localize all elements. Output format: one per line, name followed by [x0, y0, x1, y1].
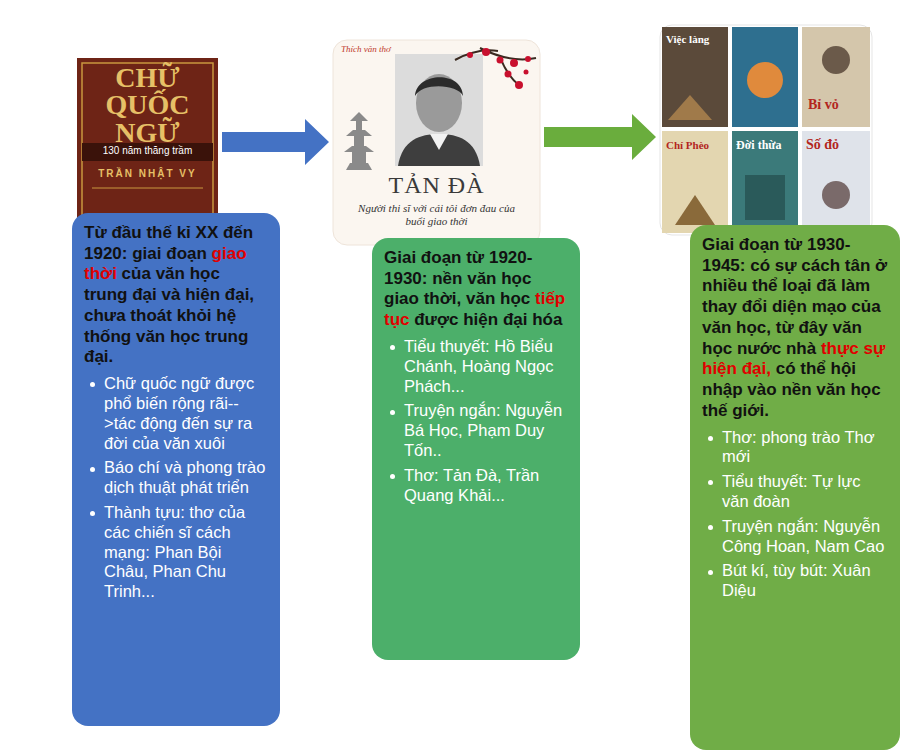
portrait-title: TẢN ĐÀ — [333, 172, 540, 198]
book-title: Chí Phèo — [666, 139, 726, 151]
book-cover — [77, 58, 218, 232]
card-ground — [333, 40, 540, 245]
block-arrow — [544, 114, 656, 160]
book-tile — [732, 131, 798, 233]
portrait-node: Thích văn thơTẢN ĐÀ Người thi sĩ với cái … — [333, 40, 540, 245]
portrait-card — [333, 40, 540, 245]
bullet-dot — [390, 410, 395, 415]
bullet-text: Truyện ngắn: Nguyễn Công Hoan, Nam Cao — [722, 517, 884, 555]
stage-box: Từ đầu thế kỉ XX đến 1920: giai đoạn gia… — [72, 213, 280, 726]
bullet-item: Bút kí, tùy bút: Xuân Diệu — [702, 561, 888, 601]
highlight-word: thực — [821, 339, 859, 358]
bullet-item: Báo chí và phong trào dịch thuật phát tr… — [84, 458, 268, 498]
bullet-dot — [708, 525, 713, 530]
tile-house — [675, 195, 715, 225]
bullet-dot — [708, 570, 713, 575]
book-cover-node: CHỮ QUỐC NGỮ130 năm thăng trầmTRẦN NHẬT … — [77, 58, 218, 232]
cover-rule — [92, 188, 203, 189]
highlight-word: đại, — [742, 359, 771, 378]
photo-shoulders — [398, 134, 480, 166]
bullet-dot — [90, 382, 95, 387]
book-title: Số đỏ — [806, 137, 868, 152]
highlight-word: hiện — [702, 359, 737, 378]
bullet-text: Tiểu thuyết: Tự lực văn đoàn — [722, 472, 861, 510]
blossom-branch — [455, 48, 536, 86]
book-tile — [802, 27, 870, 127]
bullet-text: Truyện ngắn: Nguyễn Bá Học, Phạm Duy Tốn… — [404, 401, 562, 459]
bullet-item: Truyện ngắn: Nguyễn Bá Học, Phạm Duy Tốn… — [384, 401, 568, 460]
stage-box: Giai đoạn từ 1920-1930: nền văn học giao… — [372, 238, 580, 660]
bullet-item: Thành tựu: thơ của các chiến sĩ cách mạn… — [84, 503, 268, 602]
bullet-item: Thơ: phong trào Thơ mới — [702, 428, 888, 468]
pagoda — [344, 112, 374, 170]
bullet-item: Chữ quốc ngữ được phổ biến rộng rãi-->tá… — [84, 374, 268, 453]
tile-house — [668, 95, 712, 120]
stage-heading: Từ đầu thế kỉ XX đến 1920: giai đoạn gia… — [84, 223, 268, 368]
tile-figure — [745, 175, 785, 220]
portrait-subtitle: Người thi sĩ với cái tôi đơn đau của buổ… — [347, 202, 526, 228]
highlight-word: tục — [384, 310, 410, 329]
logo-text: Thích văn thơ — [341, 45, 401, 54]
photo-collar — [430, 134, 448, 150]
tile-figure — [822, 181, 850, 209]
stage-heading: Giai đoạn từ 1930-1945: có sự cách tân ở… — [702, 235, 888, 422]
highlight-word: sự — [863, 339, 885, 358]
bullet-item: Tiểu thuyết: Tự lực văn đoàn — [702, 472, 888, 512]
photo-ground — [395, 54, 483, 166]
bullet-text: Chữ quốc ngữ được phổ biến rộng rãi-->tá… — [104, 374, 254, 451]
book-tile — [732, 27, 798, 127]
highlight-word: giao — [212, 244, 247, 263]
book-title: Bỉ vỏ — [808, 97, 868, 112]
collage-node: Việc làng Bỉ vỏ Chí Phèo Đời thừa Số đỏ — [660, 25, 872, 235]
photo-face — [416, 74, 462, 132]
book-title: Đời thừa — [736, 139, 796, 152]
book-tile — [662, 131, 728, 233]
bullet-item: Thơ: Tản Đà, Trần Quang Khải... — [384, 466, 568, 506]
cover-ground — [77, 58, 218, 232]
bullet-item: Tiểu thuyết: Hồ Biểu Chánh, Hoàng Ngọc P… — [384, 337, 568, 396]
bullet-text: Thành tựu: thơ của các chiến sĩ cách mạn… — [104, 503, 245, 600]
bullet-dot — [90, 511, 95, 516]
bullet-dot — [708, 436, 713, 441]
bullet-dot — [90, 467, 95, 472]
bullet-text: Thơ: phong trào Thơ mới — [722, 428, 875, 466]
highlight-word: tiếp — [535, 289, 565, 308]
book-tile — [802, 131, 870, 233]
bullet-dot — [708, 480, 713, 485]
bullet-dot — [390, 345, 395, 350]
bullet-text: Bút kí, tùy bút: Xuân Diệu — [722, 561, 871, 599]
cover-title: CHỮ QUỐC NGỮ — [87, 64, 208, 146]
tile-figure — [822, 46, 850, 74]
bullet-text: Tiểu thuyết: Hồ Biểu Chánh, Hoàng Ngọc P… — [404, 337, 554, 395]
stage-box: Giai đoạn từ 1930-1945: có sự cách tân ở… — [690, 225, 900, 750]
collage-ground — [660, 25, 872, 235]
bullet-dot — [390, 474, 395, 479]
book-collage — [660, 25, 872, 235]
block-arrow — [222, 119, 329, 165]
highlight-word: thời — [84, 264, 117, 283]
cover-author: TRẦN NHẬT VY — [77, 168, 218, 180]
blossoms — [467, 48, 531, 89]
book-tile — [662, 27, 728, 127]
stage-heading: Giai đoạn từ 1920-1930: nền văn học giao… — [384, 248, 568, 331]
photo-hair — [415, 77, 463, 96]
book-title: Việc làng — [666, 33, 726, 45]
cover-subtitle: 130 năm thăng trầm — [77, 145, 218, 157]
bullet-item: Truyện ngắn: Nguyễn Công Hoan, Nam Cao — [702, 517, 888, 557]
tile-face — [747, 62, 783, 98]
bullet-text: Thơ: Tản Đà, Trần Quang Khải... — [404, 466, 539, 504]
bullet-text: Báo chí và phong trào dịch thuật phát tr… — [104, 458, 265, 496]
